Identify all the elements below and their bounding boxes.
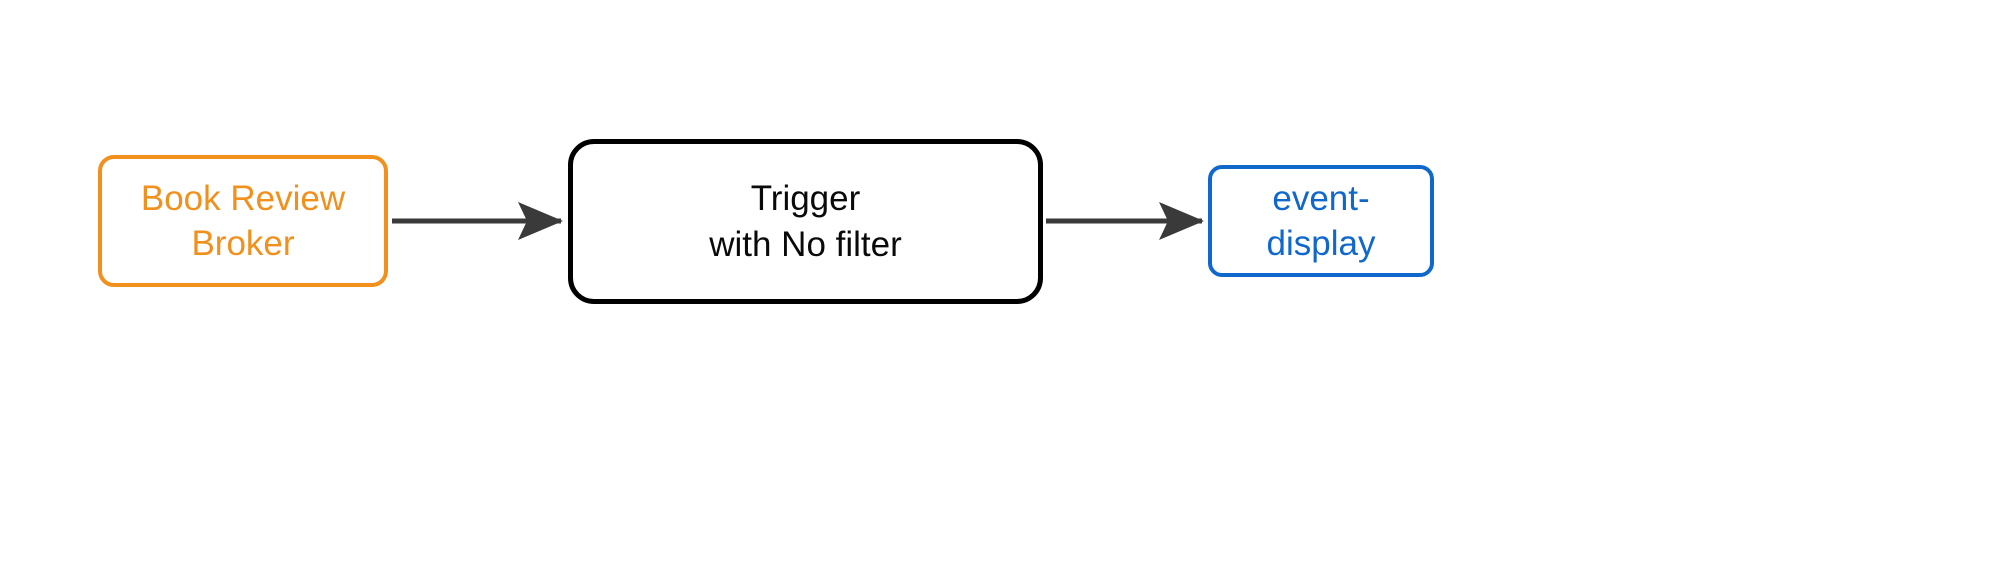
node-event-display[interactable]: event-display <box>1208 165 1434 277</box>
node-trigger[interactable]: Trigger with No filter <box>568 139 1043 304</box>
node-book-review-broker-label: Book Review Broker <box>140 178 346 264</box>
node-trigger-label: Trigger with No filter <box>709 179 902 264</box>
node-book-review-broker[interactable]: Book Review Broker <box>98 155 388 287</box>
node-event-display-label: event-display <box>1266 178 1376 264</box>
